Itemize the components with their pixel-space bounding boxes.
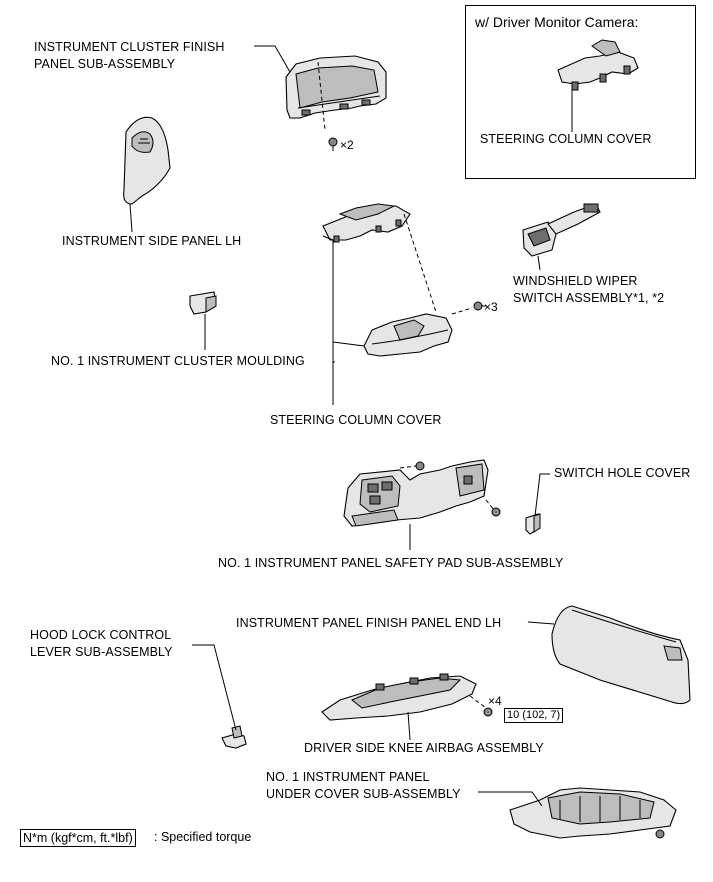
safety-pad-label: NO. 1 INSTRUMENT PANEL SAFETY PAD SUB-AS… — [218, 556, 564, 570]
instrument-cluster-finish-label-line2: PANEL SUB-ASSEMBLY — [34, 57, 176, 71]
driver-monitor-camera-inset — [465, 5, 696, 179]
torque-legend-description: : Specified torque — [154, 830, 252, 844]
under-cover-label-line2: UNDER COVER SUB-ASSEMBLY — [266, 787, 461, 801]
column-cover-screw-drawing — [473, 301, 486, 311]
knee-airbag-drawing — [321, 673, 493, 721]
cluster-moulding-drawing — [189, 291, 217, 315]
under-cover-drawing — [509, 787, 677, 839]
lower-column-cover-drawing — [363, 313, 453, 357]
hood-lock-lever-drawing — [221, 725, 247, 749]
cluster-screw-quantity: ×2 — [340, 138, 354, 152]
switch-hole-cover-label: SWITCH HOLE COVER — [554, 466, 691, 480]
inset-steering-column-cover-drawing — [557, 39, 639, 91]
wiper-switch-drawing — [522, 203, 601, 257]
instrument-side-panel-drawing — [123, 116, 171, 205]
upper-column-cover-drawing — [322, 203, 411, 243]
hood-lock-label-line1: HOOD LOCK CONTROL — [30, 628, 172, 642]
wiper-switch-label-line1: WINDSHIELD WIPER — [513, 274, 638, 288]
finish-panel-end-label: INSTRUMENT PANEL FINISH PANEL END LH — [236, 616, 502, 630]
instrument-cluster-finish-panel-drawing — [285, 55, 387, 119]
knee-airbag-torque-box: 10 (102, 7) — [504, 708, 564, 723]
hood-lock-label-line2: LEVER SUB-ASSEMBLY — [30, 645, 173, 659]
switch-hole-cover-drawing — [525, 513, 541, 535]
torque-unit-legend-box: N*m (kgf*cm, ft.*lbf) — [20, 829, 136, 847]
finish-panel-end-drawing — [551, 605, 691, 705]
knee-airbag-bolt-quantity: ×4 — [488, 694, 502, 708]
under-cover-label-line1: NO. 1 INSTRUMENT PANEL — [266, 770, 430, 784]
instrument-side-panel-label: INSTRUMENT SIDE PANEL LH — [62, 234, 242, 248]
safety-pad-drawing — [343, 459, 501, 527]
steering-column-cover-label: STEERING COLUMN COVER — [270, 413, 442, 427]
cluster-moulding-label: NO. 1 INSTRUMENT CLUSTER MOULDING — [51, 354, 305, 368]
inset-steering-column-cover-label: STEERING COLUMN COVER — [480, 132, 652, 146]
column-cover-screw-quantity: ×3 — [484, 300, 498, 314]
cluster-screw-drawing — [328, 137, 338, 151]
instrument-cluster-finish-label-line1: INSTRUMENT CLUSTER FINISH — [34, 40, 225, 54]
inset-title: w/ Driver Monitor Camera: — [475, 14, 639, 30]
knee-airbag-label: DRIVER SIDE KNEE AIRBAG ASSEMBLY — [304, 741, 544, 755]
wiper-switch-label-line2: SWITCH ASSEMBLY*1, *2 — [513, 291, 665, 305]
